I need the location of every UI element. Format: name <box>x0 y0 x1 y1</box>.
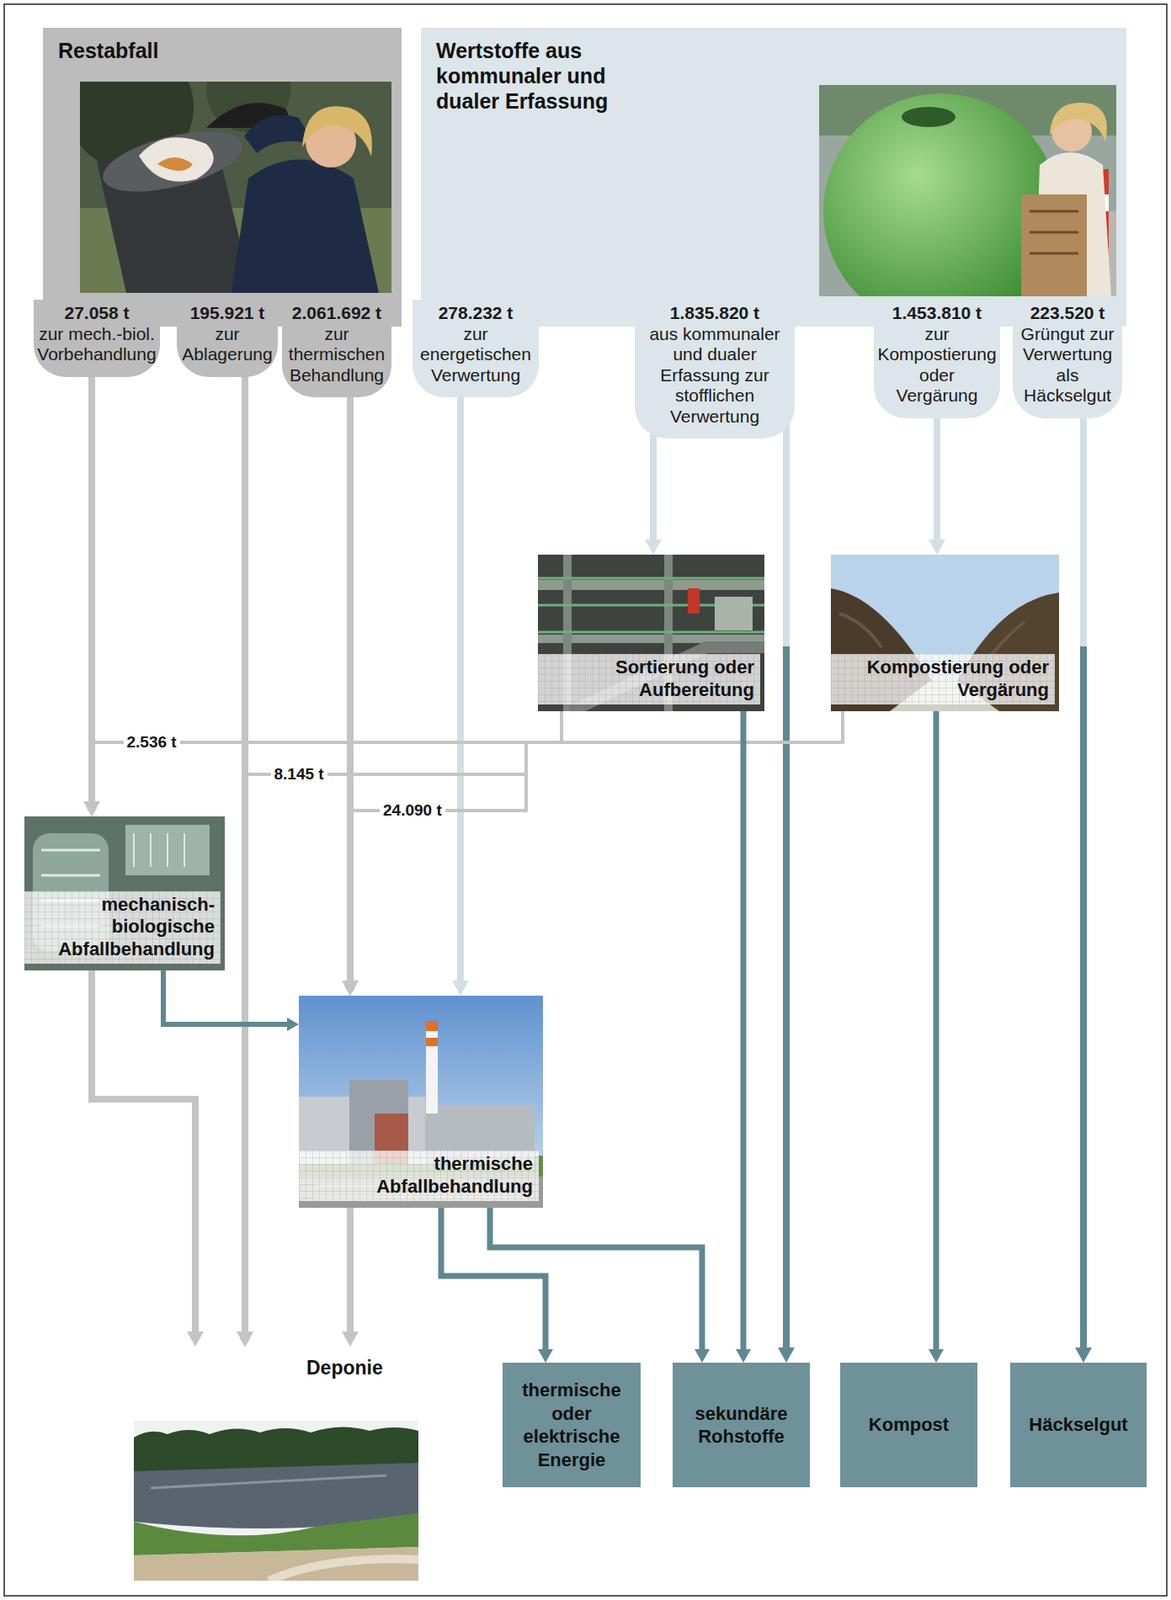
flow-connector <box>452 326 469 996</box>
flow-connector <box>163 970 299 1032</box>
flow-connector <box>1075 326 1092 1363</box>
flow-connector <box>777 326 795 1363</box>
flow-line <box>782 646 790 1352</box>
outer-frame <box>4 4 1167 1597</box>
process-box: Sortierung oder Aufbereitung <box>537 554 765 712</box>
flow-connector <box>735 711 751 1363</box>
process-box: mechanisch-biologische Abfallbehandlung <box>24 816 225 971</box>
flow-label: 1.835.820 t aus kommunaler und dualer Er… <box>634 299 795 439</box>
panel-heading: Restabfall <box>58 37 387 64</box>
flow-line <box>91 711 843 810</box>
flow-line <box>740 711 747 1352</box>
flow-purpose: zur mech.-biol. Vorbehandlung <box>37 324 156 365</box>
flow-line <box>489 1208 703 1352</box>
arrow-head <box>86 808 97 817</box>
flow-amount: 1.453.810 t <box>877 303 997 325</box>
flow-label: 278.232 t zur energetischen Verwertung <box>412 299 539 398</box>
flow-connector <box>928 711 944 1363</box>
source-panel: Restabfall <box>42 27 402 327</box>
flow-label: 223.520 t Grüngut zur Verwertung als Häc… <box>1012 299 1123 419</box>
flow-purpose: zur thermischen Behandlung <box>288 324 385 385</box>
flow-label: 2.061.692 t zur thermischen Behandlung <box>282 299 392 398</box>
flow-connector <box>86 711 843 817</box>
output-box: Kompost <box>840 1362 978 1488</box>
output-box: sekundäre Rohstoffe <box>672 1362 810 1488</box>
flow-line <box>1080 646 1087 1352</box>
arrow-head <box>86 808 97 817</box>
arrow-head <box>694 1349 710 1363</box>
flow-amount: 195.921 t <box>180 303 275 325</box>
box-label: mechanisch-biologische Abfallbehandlung <box>24 891 221 964</box>
flow-connector <box>91 970 204 1347</box>
flow-label: 8.145 t <box>271 765 328 785</box>
arrow-head <box>345 987 356 996</box>
flow-label: 27.058 t zur mech.-biol. Vorbehandlung <box>33 299 160 378</box>
flow-connector <box>441 1208 554 1363</box>
flow-label: 195.921 t zur Ablagerung <box>176 299 278 378</box>
box-label: sekundäre Rohstoffe <box>679 1402 804 1449</box>
flow-connector <box>239 711 843 1347</box>
arrow-head <box>537 1349 554 1363</box>
box-label: Kompostierung oder Vergärung <box>830 654 1055 705</box>
flow-purpose: zur Ablagerung <box>181 324 272 365</box>
flow-label: 24.090 t <box>379 801 446 821</box>
flow-amount: 223.520 t <box>1016 303 1119 325</box>
process-box: thermische Abfallbehandlung <box>298 995 543 1209</box>
landfill-box: Deponie <box>133 1346 419 1581</box>
flow-purpose: aus kommunaler und dualer Erfassung zur … <box>649 324 780 426</box>
arrow-head <box>928 1349 944 1363</box>
flow-connector <box>239 711 562 1347</box>
flow-amount: 1.835.820 t <box>638 303 792 325</box>
arrow-head <box>735 1349 751 1363</box>
flow-line <box>88 326 96 805</box>
flow-purpose: zur energetischen Verwertung <box>420 324 532 385</box>
photo <box>79 81 392 293</box>
box-label: Häckselgut <box>1028 1413 1128 1438</box>
arrow-head <box>644 539 662 555</box>
flow-connector <box>345 711 562 996</box>
photo <box>133 1421 419 1581</box>
box-heading: Deponie <box>306 1357 384 1381</box>
arrow-head <box>186 1331 204 1347</box>
flow-line <box>350 711 843 990</box>
flow-purpose: Grüngut zur Verwertung als Häckselgut <box>1021 324 1115 406</box>
output-box: thermische oder elektrische Energie <box>502 1362 641 1488</box>
box-label: thermische oder elektrische Energie <box>509 1378 634 1472</box>
process-box: Kompostierung oder Vergärung <box>830 554 1060 712</box>
source-panel: Wertstoffe aus kommunaler und dualer Erf… <box>420 27 1127 327</box>
flow-connector <box>86 711 562 817</box>
flow-line <box>91 711 562 810</box>
arrow-head <box>341 1331 359 1347</box>
arrow-head <box>928 539 946 555</box>
flow-amount: 27.058 t <box>37 303 157 325</box>
flow-line <box>163 970 290 1025</box>
arrow-head <box>239 1338 251 1347</box>
flow-label: 1.453.810 t zur Kompostierung oder Vergä… <box>873 299 1001 419</box>
photo <box>819 85 1117 297</box>
flow-amount: 278.232 t <box>415 303 536 325</box>
box-label: thermische Abfallbehandlung <box>298 1150 539 1202</box>
arrow-head <box>239 1338 251 1347</box>
arrow-head <box>345 987 356 996</box>
flow-label: 2.536 t <box>123 733 181 753</box>
arrow-head <box>777 1347 795 1363</box>
flow-amount: 2.061.692 t <box>285 303 389 325</box>
arrow-head <box>1075 1347 1092 1363</box>
flow-connector <box>345 711 843 996</box>
flow-purpose: zur Kompostierung oder Vergärung <box>877 324 996 406</box>
output-box: Häckselgut <box>1010 1362 1147 1488</box>
flow-connector <box>341 1208 359 1347</box>
box-label: Sortierung oder Aufbereitung <box>537 654 761 705</box>
flow-line <box>350 711 562 990</box>
arrow-head <box>287 1017 299 1032</box>
flow-line <box>441 1208 546 1352</box>
panel-heading: Wertstoffe aus kommunaler und dualer Erf… <box>436 37 651 114</box>
flow-connector <box>489 1208 710 1363</box>
flow-line <box>346 1208 354 1336</box>
box-label: Kompost <box>868 1413 949 1438</box>
flow-line <box>933 711 940 1352</box>
flow-line <box>457 326 464 985</box>
arrow-head <box>452 980 469 996</box>
